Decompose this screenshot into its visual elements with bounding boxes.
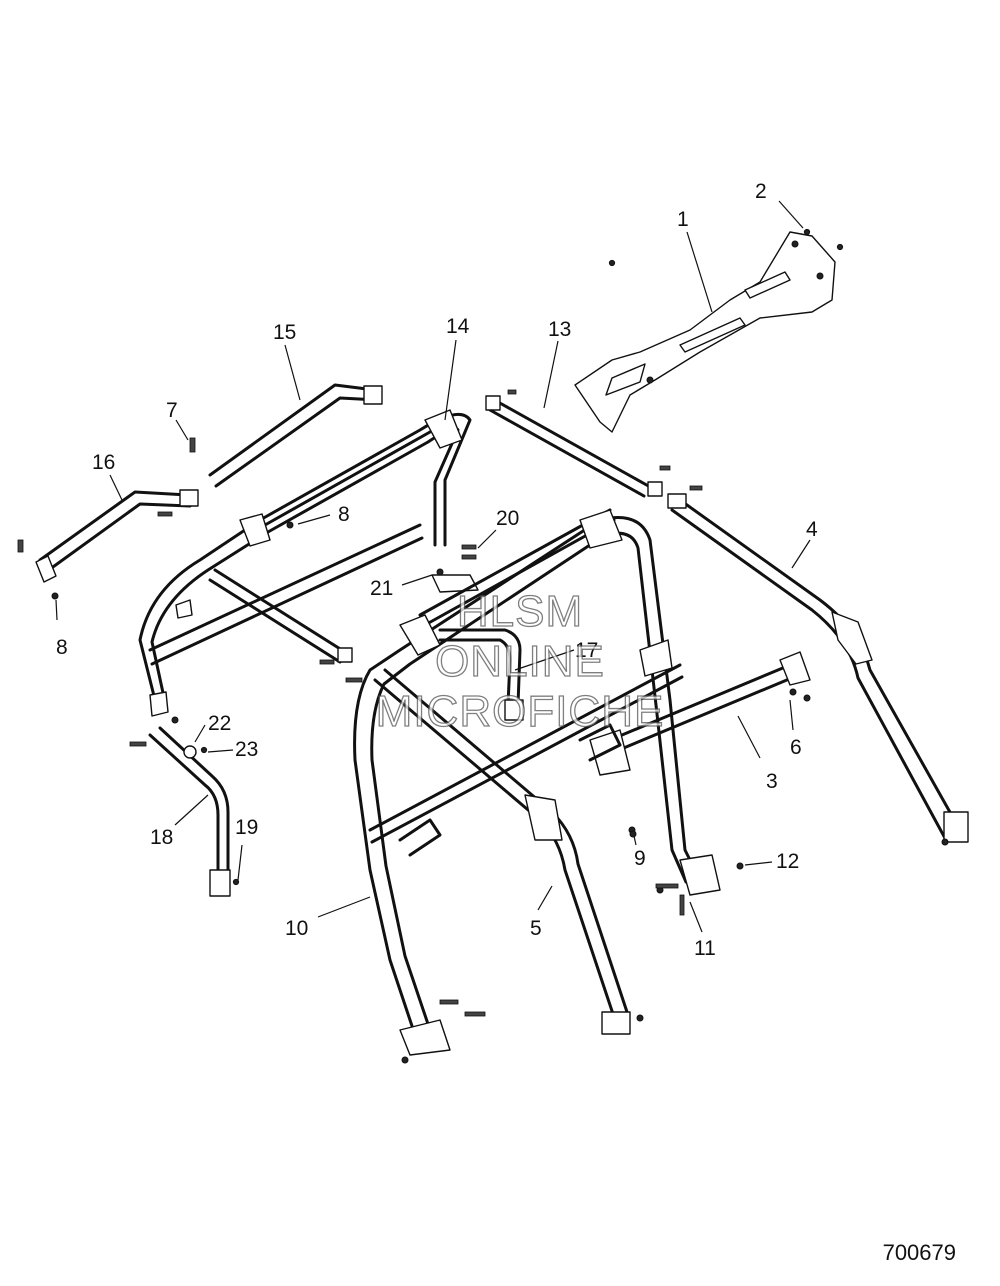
callout-6: 6 bbox=[790, 736, 802, 759]
callout-9: 9 bbox=[634, 847, 646, 870]
callout-4: 4 bbox=[806, 518, 818, 541]
roof-panel-part-1 bbox=[574, 231, 836, 433]
callout-11: 11 bbox=[694, 937, 716, 960]
callout-numbers: 1 2 3 4 5 6 7 8 9 10 11 12 13 14 15 16 1… bbox=[56, 180, 818, 960]
callout-18: 18 bbox=[150, 826, 173, 849]
callout-10: 10 bbox=[285, 917, 308, 940]
callout-21: 21 bbox=[370, 577, 393, 600]
leader-lines bbox=[55, 200, 811, 933]
center-bracket-part-20 bbox=[431, 544, 479, 593]
watermark: HLSM ONLINE MICROFICHE bbox=[375, 586, 665, 736]
mount-loop-left bbox=[398, 818, 442, 857]
callout-20: 20 bbox=[496, 507, 519, 530]
center-support-part-17 bbox=[438, 628, 524, 721]
mount-loop-right bbox=[578, 723, 622, 762]
watermark-line-2: ONLINE bbox=[435, 637, 605, 686]
bolt-part-7 bbox=[189, 437, 196, 453]
cross-tube-part-3 bbox=[589, 651, 811, 834]
fastener-part-2 bbox=[803, 228, 811, 236]
roll-bar-part-4 bbox=[667, 485, 969, 846]
bolt-part-11 bbox=[655, 883, 679, 889]
cross-tube-part-13 bbox=[485, 389, 671, 498]
diagonal-tube-part-5 bbox=[373, 668, 644, 1035]
fastener-part-2c bbox=[608, 259, 616, 267]
main-frame-part-10 bbox=[345, 508, 721, 1064]
callout-19: 19 bbox=[235, 816, 258, 839]
callout-7: 7 bbox=[166, 399, 178, 422]
callout-22: 22 bbox=[208, 712, 231, 735]
callout-17: 17 bbox=[575, 639, 598, 662]
callout-23: 23 bbox=[235, 738, 258, 761]
callout-8-upper: 8 bbox=[338, 503, 350, 526]
callout-15: 15 bbox=[273, 321, 296, 344]
fastener-part-2b bbox=[836, 243, 844, 251]
bolt-part-11b bbox=[679, 894, 685, 916]
bolt-left-top bbox=[17, 539, 24, 553]
nut-part-9 bbox=[629, 830, 637, 838]
callout-12: 12 bbox=[776, 850, 799, 873]
nut-part-12 bbox=[736, 862, 744, 870]
callout-14: 14 bbox=[446, 315, 470, 338]
side-tube-part-15 bbox=[208, 383, 383, 488]
callout-13: 13 bbox=[548, 318, 571, 341]
callout-16: 16 bbox=[92, 451, 115, 474]
callout-8-lower: 8 bbox=[56, 636, 68, 659]
nut-part-8-lower bbox=[51, 592, 59, 600]
nut-part-8-upper bbox=[286, 521, 294, 529]
callout-1: 1 bbox=[677, 208, 689, 231]
front-roll-bar-part-14 bbox=[138, 409, 472, 724]
side-tube-part-16 bbox=[35, 489, 199, 583]
document-number: 700679 bbox=[882, 1240, 956, 1265]
watermark-line-3: MICROFICHE bbox=[376, 687, 665, 736]
callout-5: 5 bbox=[530, 917, 542, 940]
callout-3: 3 bbox=[766, 770, 778, 793]
grab-bar-part-18 bbox=[129, 726, 240, 897]
watermark-line-1: HLSM bbox=[457, 587, 583, 636]
callout-2: 2 bbox=[755, 180, 767, 203]
